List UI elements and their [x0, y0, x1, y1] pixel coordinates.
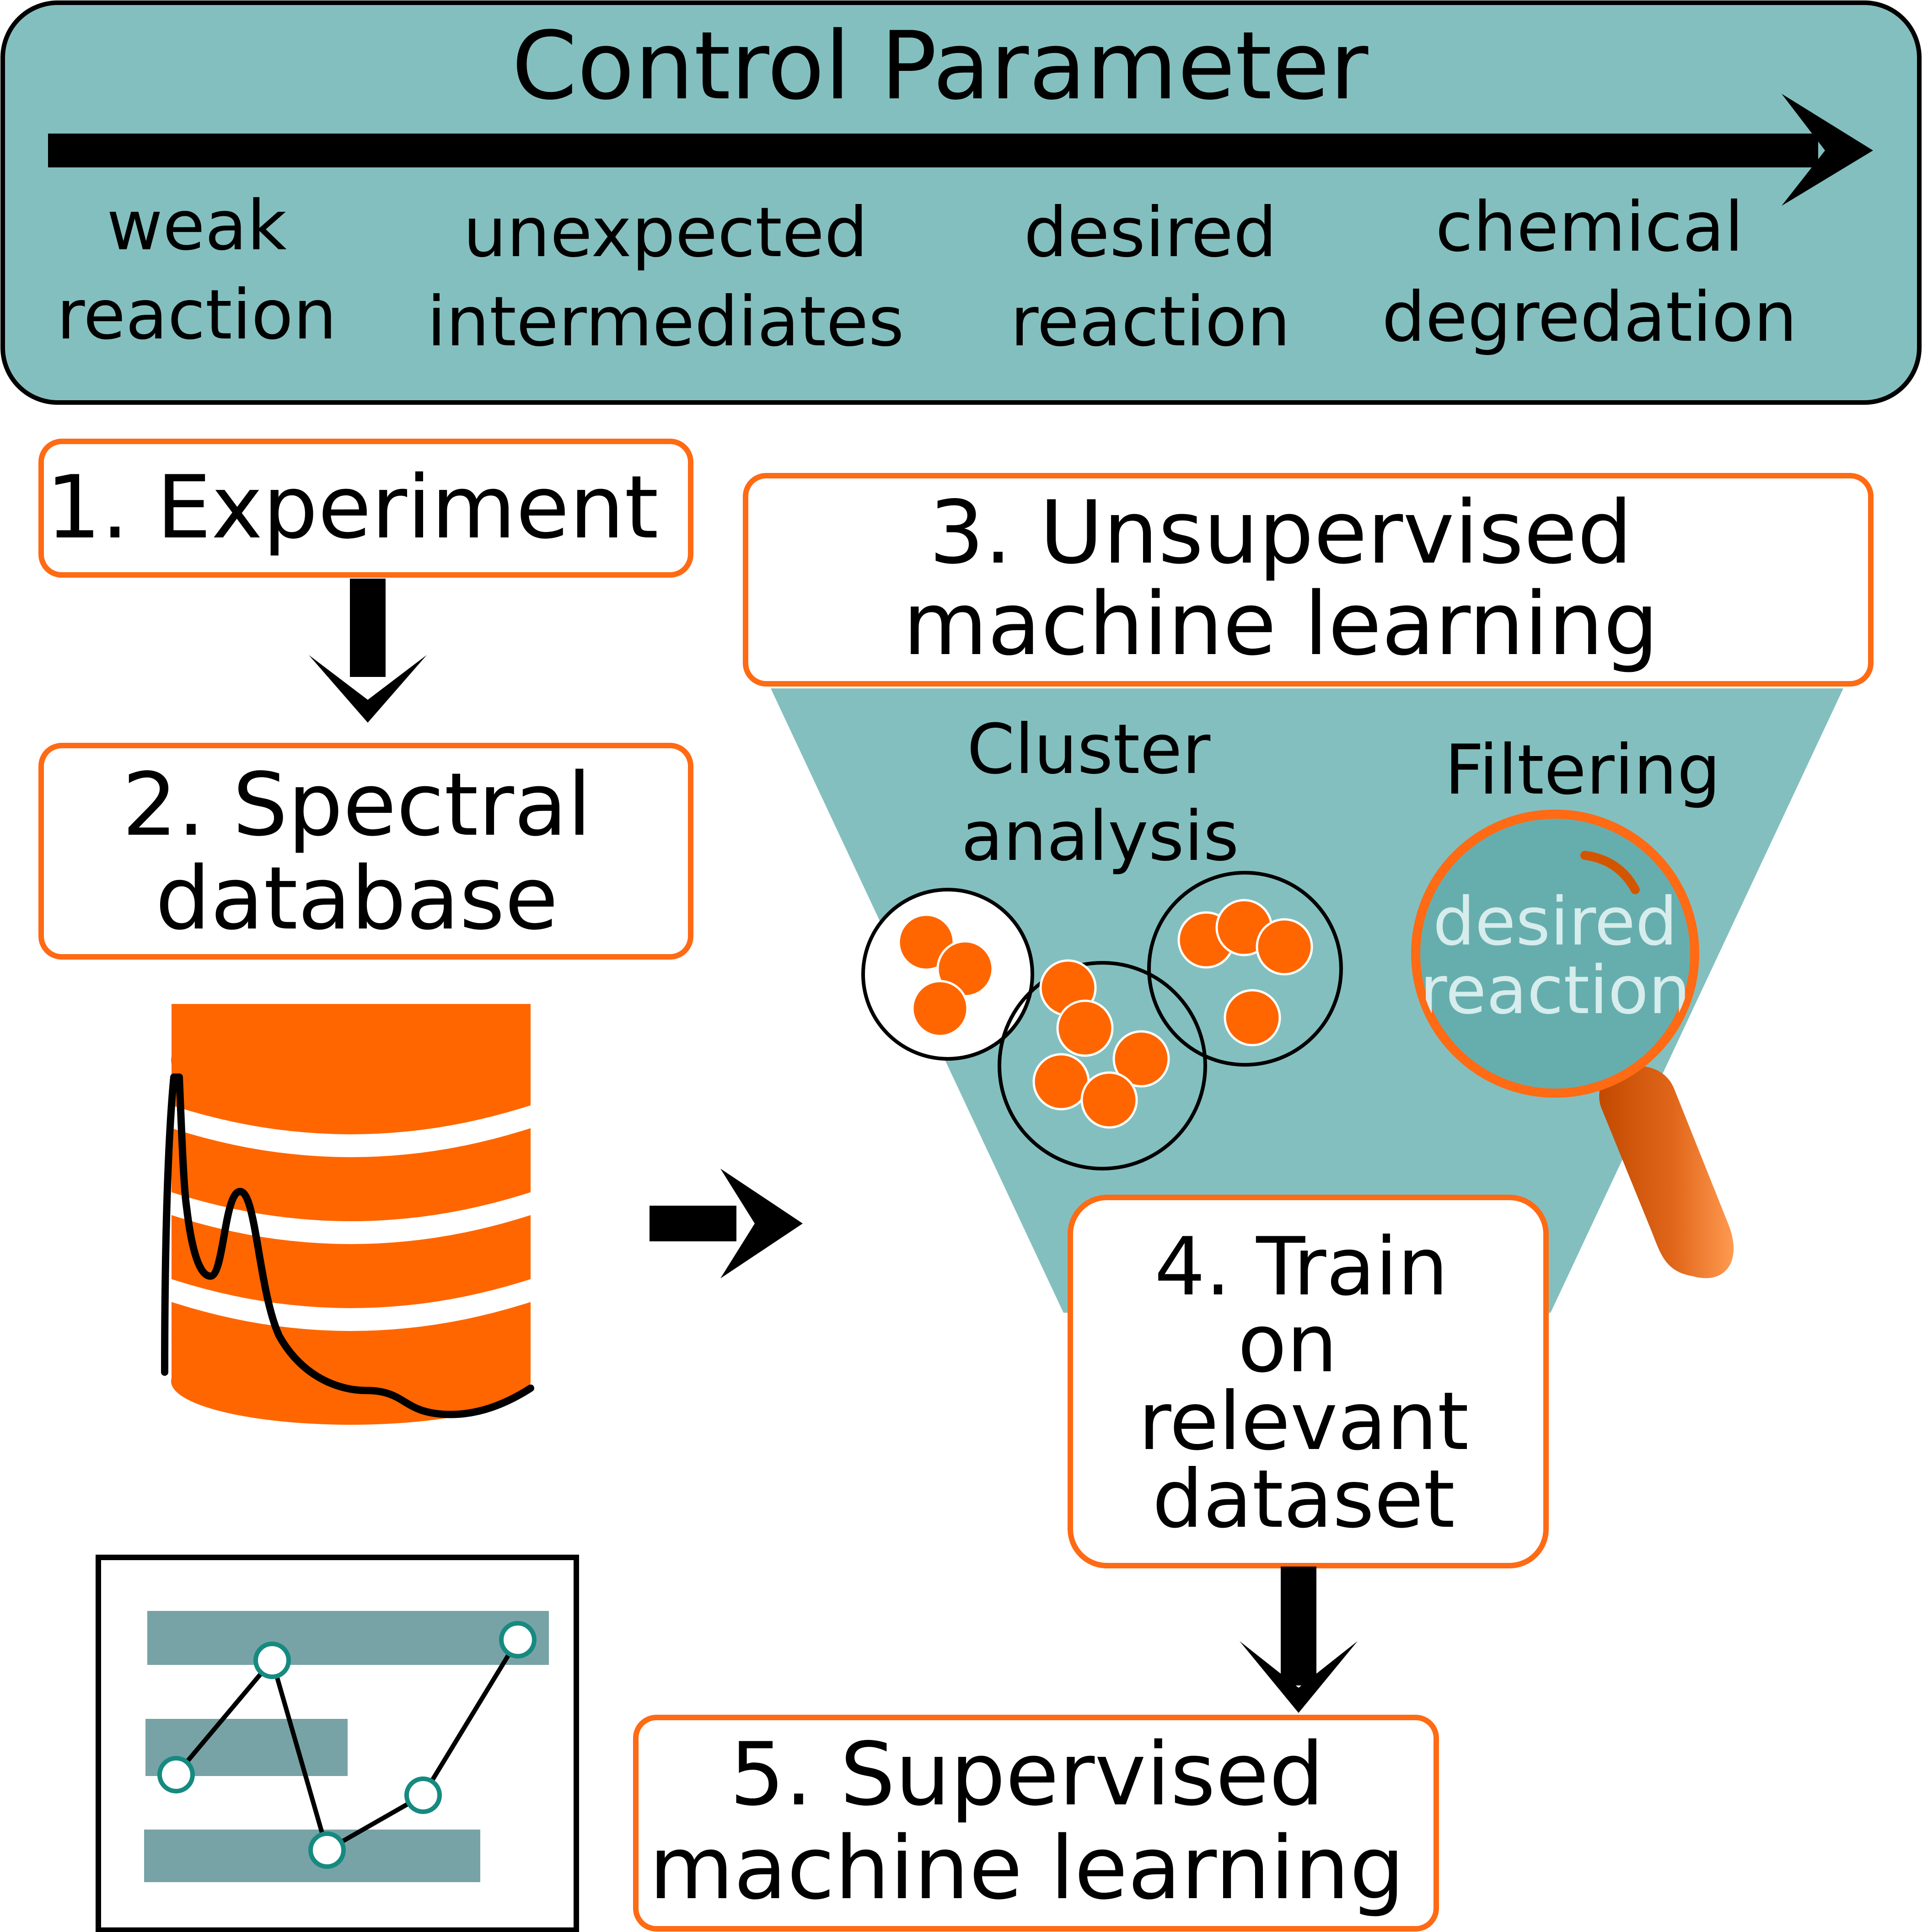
gantt-node — [253, 1642, 291, 1679]
stage-desired-reaction-line1: desired — [1024, 193, 1277, 273]
step-supervised-box: 5. Supervised machine learning — [633, 1715, 1439, 1932]
step-experiment-label: 1. Experiment — [46, 457, 658, 558]
lens-text-line2: reaction — [1420, 952, 1691, 1029]
filtering-label: Filtering — [1444, 730, 1720, 810]
cluster-point — [1256, 918, 1313, 976]
magnifying-glass-icon: desired reaction — [1411, 810, 1734, 1278]
stage-chemical-degredation: chemical degredation — [1382, 188, 1797, 357]
cluster-analysis-line1: Cluster — [967, 710, 1211, 789]
step-train-box: 4. Train on relevant dataset — [1068, 1195, 1549, 1568]
cluster-point — [911, 980, 969, 1037]
step-train-line3: relevant — [1138, 1375, 1469, 1468]
cluster-diagram — [861, 871, 1343, 1170]
arrow-database-to-funnel — [650, 1169, 803, 1278]
step-spectral-database-box: 2. Spectral database — [38, 743, 693, 960]
cluster-points — [897, 899, 1313, 1129]
stage-chemical-degredation-line2: degredation — [1382, 278, 1797, 357]
cluster-analysis-label: Cluster analysis — [961, 710, 1239, 876]
stage-weak-reaction-line1: weak — [107, 186, 287, 266]
cluster-point — [1112, 1030, 1170, 1088]
cluster-analysis-line2: analysis — [961, 797, 1239, 876]
cluster-point — [1032, 1053, 1090, 1111]
gantt-bar — [147, 1611, 549, 1665]
step-spectral-database-line1: 2. Spectral — [122, 754, 591, 855]
step-train-line4: dataset — [1152, 1453, 1455, 1546]
cluster-circle — [998, 961, 1207, 1170]
step-train-line1: 4. Train — [1154, 1221, 1449, 1314]
gantt-node — [157, 1756, 195, 1793]
stage-chemical-degredation-line1: chemical — [1435, 188, 1744, 267]
step-experiment-box: 1. Experiment — [38, 439, 693, 578]
cluster-point — [1080, 1071, 1138, 1129]
cluster-circle — [1147, 871, 1343, 1067]
control-parameter-panel: Control Parameter weak reaction unexpect… — [0, 0, 1922, 405]
gantt-chart-icon — [96, 1555, 579, 1932]
stage-unexpected-intermediates-line1: unexpected — [463, 193, 868, 273]
stage-unexpected-intermediates: unexpected intermediates — [427, 193, 904, 362]
step-unsupervised-line1: 3. Unsupervised — [929, 482, 1632, 583]
lens-text-line1: desired — [1433, 883, 1678, 961]
stage-desired-reaction: desired reaction — [1010, 193, 1290, 362]
arrow-experiment-to-database — [309, 579, 427, 723]
step-supervised-line2: machine learning — [649, 1818, 1405, 1919]
database-cylinder-icon — [169, 1004, 533, 1425]
stage-weak-reaction: weak reaction — [57, 186, 337, 355]
step-spectral-database-line2: database — [156, 848, 558, 949]
control-parameter-title: Control Parameter — [512, 12, 1369, 121]
gantt-node — [404, 1776, 442, 1814]
arrow-train-to-supervised — [1240, 1567, 1358, 1713]
control-parameter-arrow — [48, 94, 1873, 206]
gantt-node — [308, 1831, 346, 1869]
step-train-line2: on — [1238, 1298, 1337, 1390]
stage-weak-reaction-line2: reaction — [57, 275, 337, 355]
stage-unexpected-intermediates-line2: intermediates — [427, 282, 904, 362]
stage-desired-reaction-line2: reaction — [1010, 282, 1290, 362]
cluster-point — [1056, 999, 1114, 1057]
gantt-node — [499, 1621, 537, 1658]
step-unsupervised-line2: machine learning — [903, 574, 1659, 675]
step-unsupervised-box: 3. Unsupervised machine learning — [743, 473, 1874, 687]
spectrum-curve-icon — [161, 1073, 534, 1418]
step-supervised-line1: 5. Supervised — [730, 1724, 1324, 1825]
cluster-point — [1224, 989, 1281, 1046]
